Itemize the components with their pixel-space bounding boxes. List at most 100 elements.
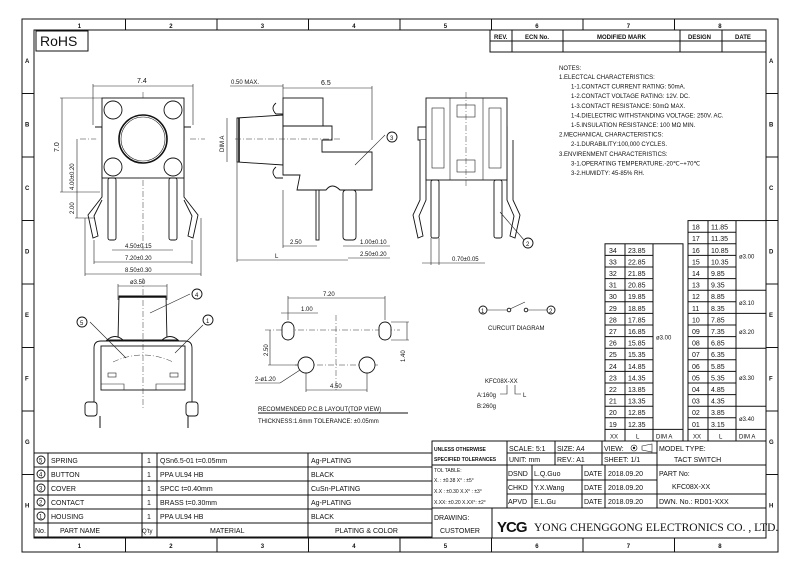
xx-cell: 27 — [609, 329, 617, 336]
dim-a-cell: ø3.00 — [739, 254, 755, 260]
drawing-number: DWN. No.: RD01-XXX — [659, 499, 729, 506]
item-number-badge — [36, 483, 46, 493]
tol-table-title: TOL TABLE: — [434, 468, 462, 474]
plating-color: CuSn-PLATING — [311, 486, 360, 493]
row-mark: C — [25, 186, 30, 192]
row-mark: B — [769, 123, 774, 129]
signoff-date: 2018.09.20 — [608, 485, 643, 492]
l-cell: 6.35 — [711, 352, 725, 359]
item-number: 5 — [39, 459, 43, 465]
xx-cell: 21 — [609, 399, 617, 406]
signoff-role: APVD — [508, 499, 527, 506]
column-mark: 5 — [444, 544, 448, 550]
table-header: DIM A — [656, 434, 672, 440]
l-cell: 5.35 — [711, 375, 725, 382]
l-cell: 4.85 — [711, 387, 725, 394]
size: SIZE: A4 — [557, 446, 585, 453]
notes: NOTES: 1.ELECTCAL CHARACTERISTICS:1-1.CO… — [559, 66, 724, 177]
table-header: L — [719, 434, 723, 440]
xx-cell: 10 — [692, 317, 700, 324]
l-cell: 19.85 — [628, 294, 646, 301]
view-label: VIEW: — [604, 446, 624, 453]
dim-side-max: 0.50 MAX. — [231, 80, 259, 86]
row-mark: G — [25, 440, 30, 446]
l-cell: 12.35 — [628, 422, 646, 429]
xx-cell: 13 — [692, 283, 700, 290]
xx-cell: 12 — [692, 294, 700, 301]
l-cell: 13.35 — [628, 399, 646, 406]
column-mark: 8 — [718, 24, 722, 30]
material: PPA UL94 HB — [160, 514, 204, 521]
l-cell: 11.35 — [711, 236, 728, 243]
l-cell: 10.85 — [711, 248, 729, 255]
l-cell: 15.35 — [628, 352, 646, 359]
xx-cell: 16 — [692, 248, 700, 255]
column-mark: 4 — [352, 544, 356, 550]
circuit-title: CURCUIT DIAGRAM — [488, 326, 545, 332]
note-line: 3-1.OPERATING TEMPERATURE.-20℃~+70℃ — [571, 161, 700, 167]
dim-side-pin-spacing: 2.50±0.20 — [360, 252, 387, 258]
back-view: 2 0.70±0.05 — [412, 92, 534, 265]
l-cell: 11.85 — [711, 225, 728, 232]
column-mark: 7 — [627, 544, 631, 550]
callout-1 — [202, 314, 214, 326]
bom-header: PART NAME — [60, 528, 100, 535]
drawing-value: CUSTOMER — [440, 528, 480, 535]
dim-height: 7.0 — [54, 142, 61, 152]
pcb-dim-720: 7.20 — [323, 292, 335, 298]
svg-text:2: 2 — [526, 242, 530, 248]
company-name: YONG CHENGGONG ELECTRONICS CO. , LTD. — [534, 522, 778, 534]
signoff-date: 2018.09.20 — [608, 499, 643, 506]
dim-a-cell: ø3.40 — [739, 417, 755, 423]
item-number-badge — [36, 469, 46, 479]
xx-cell: 23 — [609, 375, 617, 382]
l-cell: 3.85 — [711, 410, 725, 417]
xx-cell: 07 — [692, 352, 700, 359]
dim-side-250: 2.50 — [290, 240, 302, 246]
row-mark: G — [769, 440, 774, 446]
part-name: BUTTON — [51, 472, 80, 479]
note-line: 3.ENVIRENMENT CHARACTERISTICS: — [559, 152, 668, 158]
xx-cell: 31 — [609, 283, 617, 290]
xx-cell: 22 — [609, 387, 617, 394]
xx-cell: 29 — [609, 306, 617, 313]
column-mark: 2 — [169, 24, 173, 30]
xx-cell: 17 — [692, 236, 700, 243]
company-logo: YCG — [497, 519, 527, 536]
column-mark: 7 — [627, 24, 631, 30]
l-cell: 5.85 — [711, 364, 725, 371]
pcb-dim-250: 2.50 — [264, 344, 270, 356]
l-cell: 22.85 — [628, 259, 646, 266]
xx-cell: 02 — [692, 410, 700, 417]
l-cell: 10.35 — [711, 259, 729, 266]
note-line: 1-5.INSULATION RESISTANCE: 100 MΩ MIN. — [571, 123, 696, 129]
projection-symbol-icon — [630, 443, 653, 453]
dim-center: 4.00±0.20 — [70, 163, 76, 190]
dim-pitch-inner: 4.50±0.15 — [125, 244, 152, 250]
signoff-name: Y.X.Wang — [534, 485, 564, 492]
item-number-badge — [36, 455, 46, 465]
xx-cell: 04 — [692, 387, 700, 394]
plating-color: Ag-PLATING — [311, 500, 351, 507]
pcb-layout: 7.20 1.00 2.50 1.40 4.50 2-ø1.20 RECOMME… — [255, 292, 409, 425]
column-mark: 1 — [78, 544, 82, 550]
row-mark: E — [769, 313, 773, 319]
revision: REV.: A1 — [557, 457, 585, 464]
item-number: 3 — [39, 487, 43, 493]
column-mark: 6 — [535, 24, 539, 30]
row-mark: B — [25, 123, 30, 129]
l-cell: 14.85 — [628, 364, 646, 371]
column-mark: 6 — [535, 544, 539, 550]
dim-button-dia: ø3.50 — [130, 280, 146, 286]
svg-text:4: 4 — [195, 293, 199, 299]
part-name: COVER — [51, 486, 76, 493]
dim-pitch-mid: 7.20±0.20 — [125, 256, 152, 262]
signoff-role: CHKD — [508, 485, 528, 492]
l-cell: 9.35 — [711, 283, 725, 290]
quantity: 1 — [147, 500, 151, 507]
l-cell: 6.85 — [711, 341, 725, 348]
